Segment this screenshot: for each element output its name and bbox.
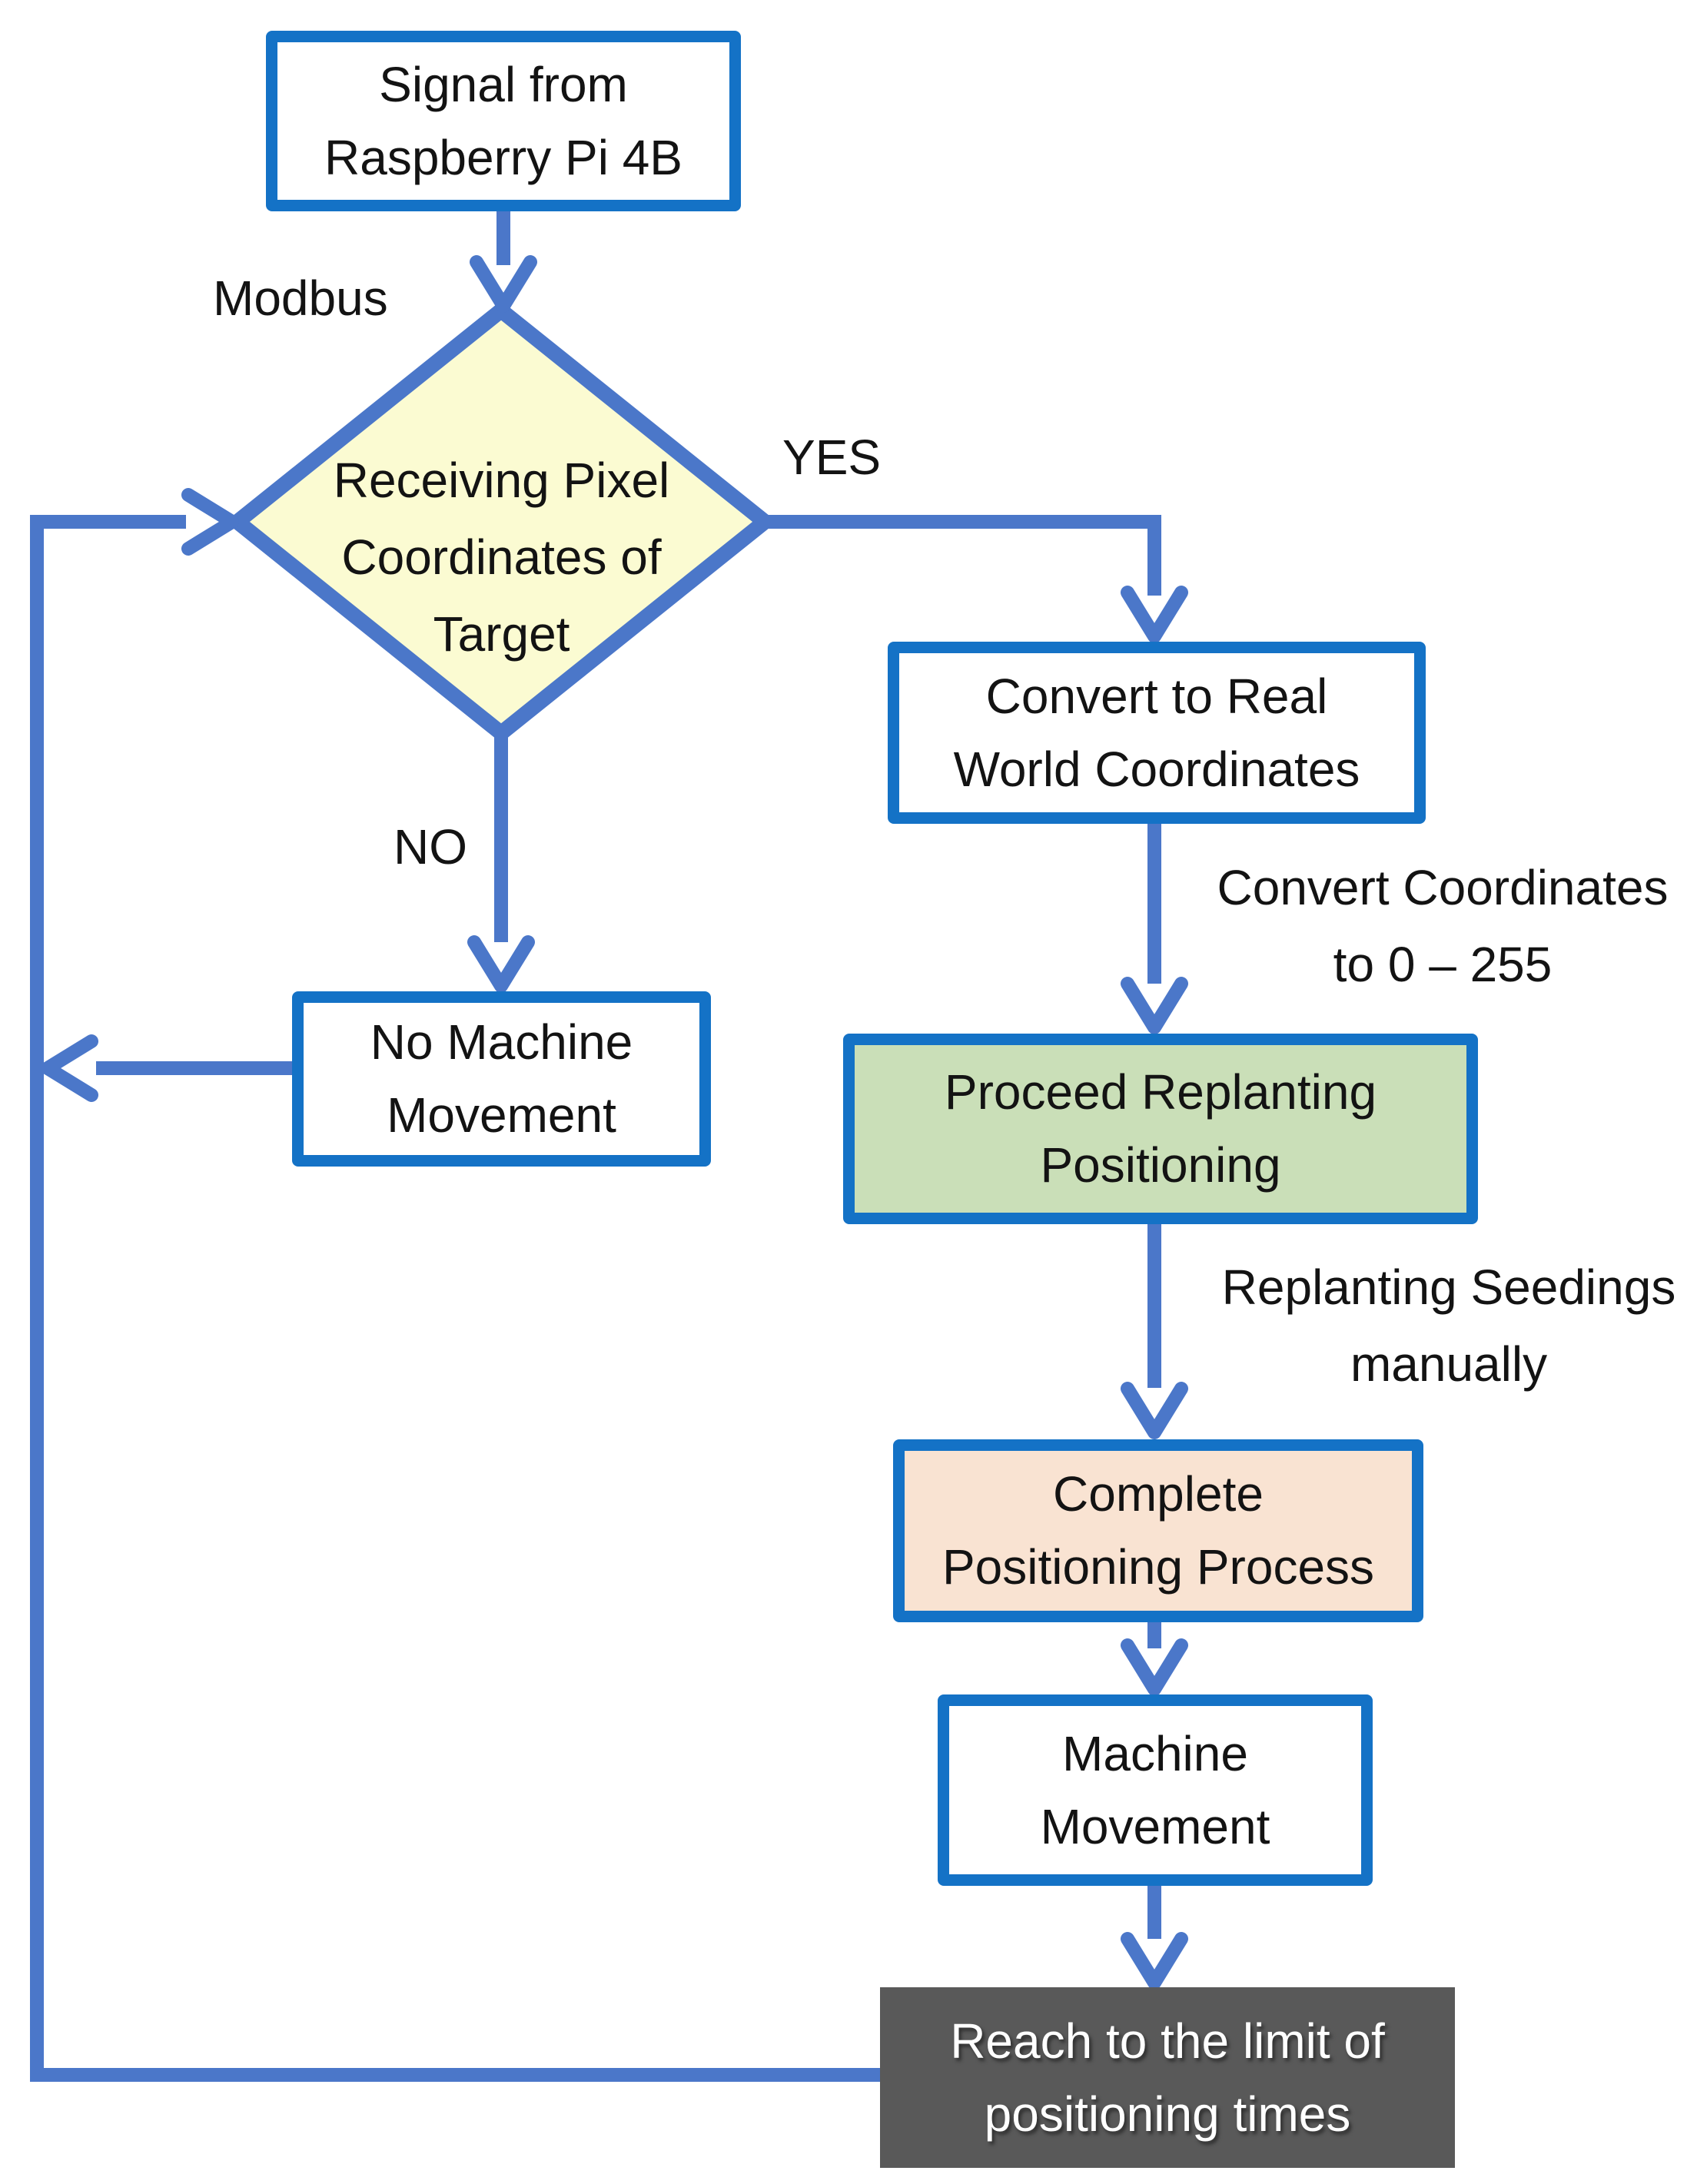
node-line: Movement xyxy=(1040,1798,1270,1854)
arrow-yes-to-convert xyxy=(762,515,1161,596)
node-line: Machine xyxy=(1062,1725,1248,1781)
arrowhead-nomachine-to-loop xyxy=(41,1034,98,1102)
node-signal-from-raspberry-pi: Signal from Raspberry Pi 4B xyxy=(266,31,741,211)
edge-label-line: Convert Coordinates xyxy=(1217,860,1669,915)
edge-label-line: manually xyxy=(1350,1336,1548,1392)
decision-line: Coordinates of xyxy=(341,529,662,585)
node-reach-limit: Reach to the limit of positioning times xyxy=(880,1987,1455,2168)
node-line: Convert to Real xyxy=(985,668,1328,724)
node-line: positioning times xyxy=(984,2086,1351,2142)
node-line: Positioning xyxy=(1040,1137,1281,1193)
node-line: Proceed Replanting xyxy=(944,1064,1377,1120)
arrowhead-yes-to-convert xyxy=(1121,586,1188,643)
node-line: Raspberry Pi 4B xyxy=(324,129,682,185)
arrowhead-loop-to-decision xyxy=(181,488,239,556)
node-line: Complete xyxy=(1053,1466,1264,1522)
edge-label-line: Replanting Seedings xyxy=(1221,1260,1676,1315)
node-complete-positioning: Complete Positioning Process xyxy=(893,1439,1423,1622)
edge-label-modbus: Modbus xyxy=(213,271,388,326)
arrowhead-machine-to-limit xyxy=(1121,1932,1188,1990)
edge-label-replanting-seedings: Replanting Seedings manually xyxy=(1180,1249,1707,1402)
node-line: Movement xyxy=(387,1087,616,1143)
arrowhead-convert-to-proceed xyxy=(1121,977,1188,1034)
edge-label-yes: YES xyxy=(782,430,882,485)
arrowhead-no-to-nomachine xyxy=(467,935,535,993)
loop-limit-to-decision xyxy=(30,515,882,2082)
node-proceed-replanting: Proceed Replanting Positioning xyxy=(843,1034,1478,1224)
node-line: World Coordinates xyxy=(953,741,1360,797)
edge-label-no: NO xyxy=(394,819,467,875)
node-line: Signal from xyxy=(379,56,628,112)
arrowhead-complete-to-machine xyxy=(1121,1638,1188,1696)
edge-label-convert-coordinates: Convert Coordinates to 0 – 255 xyxy=(1174,849,1707,1003)
decision-node: Receiving Pixel Coordinates of Target xyxy=(238,442,765,672)
node-line: Reach to the limit of xyxy=(950,2013,1385,2069)
edge-label-line: to 0 – 255 xyxy=(1333,937,1553,992)
arrowhead-signal-to-decision xyxy=(470,255,537,313)
arrowhead-proceed-to-complete xyxy=(1121,1382,1188,1439)
node-line: No Machine xyxy=(370,1014,633,1070)
decision-line: Target xyxy=(433,606,570,662)
decision-line: Receiving Pixel xyxy=(333,453,670,508)
node-no-machine-movement: No Machine Movement xyxy=(292,991,711,1167)
node-line: Positioning Process xyxy=(942,1539,1375,1595)
node-machine-movement: Machine Movement xyxy=(938,1694,1373,1886)
node-convert-real-world: Convert to Real World Coordinates xyxy=(888,642,1426,824)
